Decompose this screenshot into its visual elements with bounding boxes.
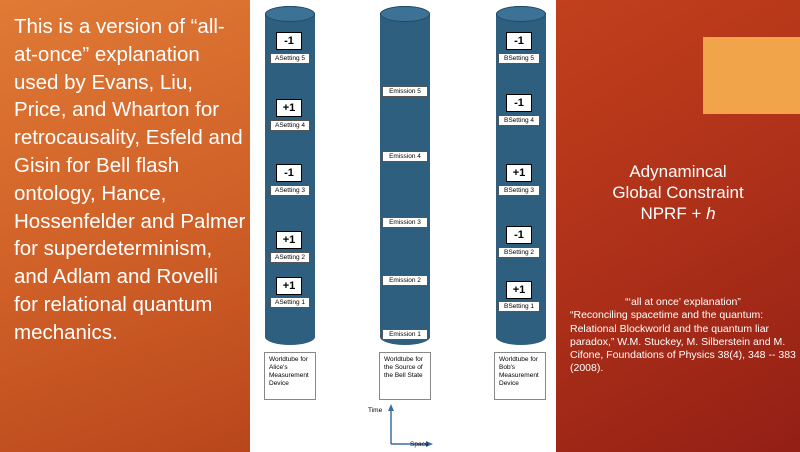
right-panel: Adynamincal Global Constraint NPRF + h “… [556,0,800,452]
worldtube-diagram: -1 ASetting 5 +1 ASetting 4 -1 ASetting … [250,0,556,452]
space-axis-label: Space [410,441,429,448]
constraint-line-3: NPRF + h [556,203,800,224]
constraint-line-2: Global Constraint [612,183,744,202]
alice-setting-3-label: ASetting 3 [270,185,310,196]
source-worldtube-top [380,6,430,22]
bob-setting-1-value: +1 [506,281,532,299]
alice-setting-1-label: ASetting 1 [270,297,310,308]
space-axis-arrow [426,441,433,447]
alice-setting-5-label: ASetting 5 [270,53,310,64]
alice-setting-2-label: ASetting 2 [270,252,310,263]
alice-setting-3-value: -1 [276,164,302,182]
constraint-h: h [706,204,716,223]
alice-worldtube-top [265,6,315,22]
alice-setting-4-label: ASetting 4 [270,120,310,131]
alice-setting-2-value: +1 [276,231,302,249]
emission-3-label: Emission 3 [382,217,428,228]
time-space-axes [388,404,433,447]
left-description: This is a version of “all-at-once” expla… [14,15,246,344]
bob-setting-5-label: BSetting 5 [498,53,540,64]
constraint-nprf: NPRF + [640,204,707,223]
bob-setting-5-value: -1 [506,32,532,50]
alice-setting-1-value: +1 [276,277,302,295]
accent-box [703,37,800,114]
emission-4-label: Emission 4 [382,151,428,162]
citation-quote: “‘all at once’ explanation” [625,296,741,308]
time-axis-arrow [388,404,394,411]
source-caption: Worldtube for the Source of the Bell Sta… [379,352,431,400]
alice-caption: Worldtube for Alice's Measurement Device [264,352,316,400]
bob-worldtube-top [496,6,546,22]
emission-1-label: Emission 1 [382,329,428,340]
left-panel: This is a version of “all-at-once” expla… [0,0,250,452]
bob-setting-1-label: BSetting 1 [498,301,540,312]
emission-2-label: Emission 2 [382,275,428,286]
global-constraint-title: Adynamincal Global Constraint NPRF + h [556,161,800,224]
source-worldtube [380,6,430,345]
time-axis-label: Time [368,407,383,414]
bob-caption: Worldtube for Bob's Measurement Device [494,352,546,400]
bob-setting-4-label: BSetting 4 [498,115,540,126]
bob-setting-4-value: -1 [506,94,532,112]
alice-setting-5-value: -1 [276,32,302,50]
bob-setting-2-label: BSetting 2 [498,247,540,258]
bob-setting-3-value: +1 [506,164,532,182]
citation-body: “Reconciling spacetime and the quantum: … [570,309,796,375]
bob-setting-2-value: -1 [506,226,532,244]
bob-setting-3-label: BSetting 3 [498,185,540,196]
alice-setting-4-value: +1 [276,99,302,117]
constraint-line-1: Adynamincal [629,162,727,181]
citation: “‘all at once’ explanation” “Reconciling… [570,296,796,376]
emission-5-label: Emission 5 [382,86,428,97]
